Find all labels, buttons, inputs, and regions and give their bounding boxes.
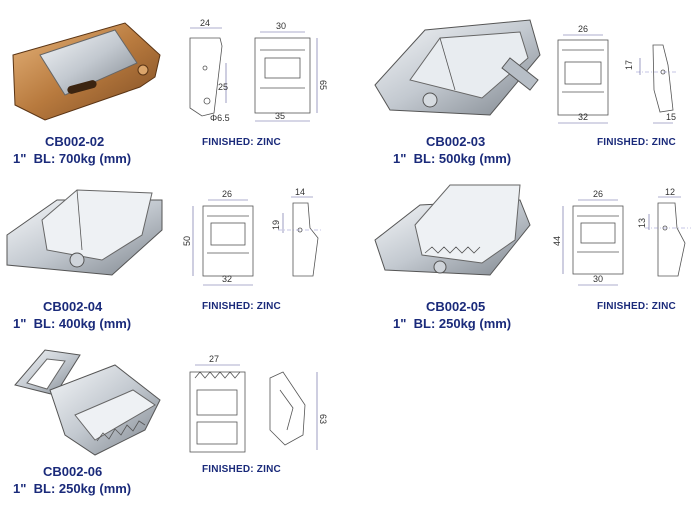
cb002-05-photo xyxy=(374,184,531,276)
cb002-02-dim-a: 24 xyxy=(200,18,210,28)
cb002-03-drawing: 26 32 17 15 xyxy=(557,24,678,124)
cb002-03-photo xyxy=(374,19,541,116)
cb002-02-photo xyxy=(12,22,161,121)
cb002-05-dim-a: 26 xyxy=(593,189,603,199)
cb002-03-finish: FINISHED: ZINC xyxy=(597,137,676,148)
cb002-03-dim-c: 17 xyxy=(624,60,634,70)
cb002-05-finish: FINISHED: ZINC xyxy=(597,301,676,312)
cb002-02-dim-b: 25 xyxy=(218,82,228,92)
cb002-02-spec: 1" BL: 700kg (mm) xyxy=(13,151,132,166)
cb002-02-code: CB002-02 xyxy=(45,134,105,149)
cb002-05-dim-b: 44 xyxy=(553,236,562,246)
cb002-04-drawing: 26 50 32 14 19 xyxy=(182,188,323,286)
cb002-02-dim-d: 30 xyxy=(276,21,286,31)
cb002-06-spec: 1" BL: 250kg (mm) xyxy=(13,481,132,496)
cb002-06-code: CB002-06 xyxy=(43,464,103,479)
cb002-06-photo xyxy=(14,349,161,456)
cb002-06-drawing: 27 63 xyxy=(189,354,328,453)
cb002-03-dim-d: 15 xyxy=(666,112,676,122)
cb002-05-dim-d: 12 xyxy=(665,188,675,197)
cb002-06-finish: FINISHED: ZINC xyxy=(202,464,281,475)
cb002-04-spec: 1" BL: 400kg (mm) xyxy=(13,316,132,331)
cb002-04-photo xyxy=(6,189,163,276)
cb002-03-dim-b: 32 xyxy=(578,112,588,122)
cb002-04-code: CB002-04 xyxy=(43,299,103,314)
cb002-02-dim-c: Φ6.5 xyxy=(210,113,230,123)
cb002-04-dim-e: 19 xyxy=(271,220,281,230)
cb002-03-spec: 1" BL: 500kg (mm) xyxy=(393,151,512,166)
cb002-02-finish: FINISHED: ZINC xyxy=(202,137,281,148)
cb002-05-spec: 1" BL: 250kg (mm) xyxy=(393,316,512,331)
cb002-04-dim-b: 50 xyxy=(182,236,192,246)
cb002-04-dim-c: 32 xyxy=(222,274,232,284)
cb002-05-dim-e: 13 xyxy=(637,218,647,228)
cb002-04-finish: FINISHED: ZINC xyxy=(202,301,281,312)
cb002-05-dim-c: 30 xyxy=(593,274,603,284)
cb002-06-dim-b: 63 xyxy=(318,414,328,424)
cb002-03-dim-a: 26 xyxy=(578,24,588,34)
cb002-03-code: CB002-03 xyxy=(426,134,486,149)
cb002-05-drawing: 26 44 30 12 13 xyxy=(553,188,691,286)
cb002-06-dim-a: 27 xyxy=(209,354,219,364)
cb002-05-code: CB002-05 xyxy=(426,299,486,314)
cb002-02-dim-e: 65 xyxy=(318,80,328,90)
cb002-04-dim-d: 14 xyxy=(295,188,305,197)
cb002-02-dim-f: 35 xyxy=(275,111,285,121)
cb002-02-drawing: 24 25 Φ6.5 30 65 35 xyxy=(189,18,328,123)
cb002-04-dim-a: 26 xyxy=(222,189,232,199)
